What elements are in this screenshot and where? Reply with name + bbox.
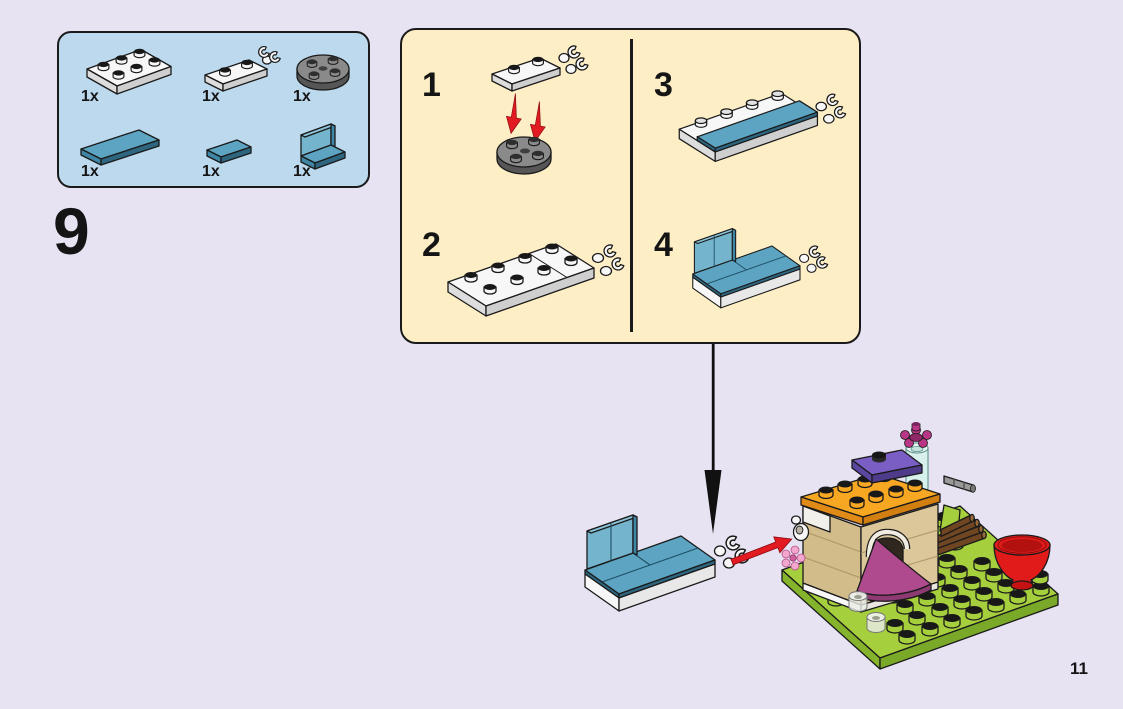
part-qty-label: 1x: [202, 88, 220, 105]
part-plate-1x2-clips-icon: [195, 44, 285, 99]
parts-callout-box: 1x 1x 1x 1x: [57, 31, 370, 188]
part-panel-1x2-icon: [287, 115, 355, 173]
page-number: 11: [1070, 659, 1088, 678]
substep-4-diagram: [668, 226, 833, 313]
substeps-box: 1 2: [400, 28, 861, 344]
attach-arrow-icon: [529, 101, 546, 143]
substeps-divider: [630, 39, 633, 332]
part-qty-label: 1x: [81, 88, 99, 105]
chaise-subassembly-diagram: [555, 512, 755, 617]
part-qty-label: 1x: [202, 163, 220, 180]
main-model-diagram: [770, 398, 1070, 676]
part-qty-label: 1x: [293, 163, 311, 180]
attach-arrow-icon: [505, 93, 522, 135]
substep-2-label: 2: [422, 226, 441, 264]
attach-direction-arrow-icon: [726, 526, 806, 571]
part-qty-label: 1x: [293, 88, 311, 105]
part-tile-1x2-icon: [199, 131, 259, 169]
part-plate-2x3-white-icon: [75, 39, 180, 101]
part-round-plate-icon: [287, 45, 359, 97]
substep-3-label: 3: [654, 66, 673, 104]
substep-2-diagram: [430, 230, 626, 340]
assembly-flow-arrow-icon: [703, 344, 725, 536]
part-tile-1x4-icon: [73, 123, 168, 168]
substep-1-label: 1: [422, 66, 441, 104]
substep-3-diagram: [662, 80, 848, 186]
substep-1-diagram: [460, 40, 610, 188]
substep-4-label: 4: [654, 226, 673, 264]
part-qty-label: 1x: [81, 163, 99, 180]
step-number: 9: [53, 194, 90, 268]
